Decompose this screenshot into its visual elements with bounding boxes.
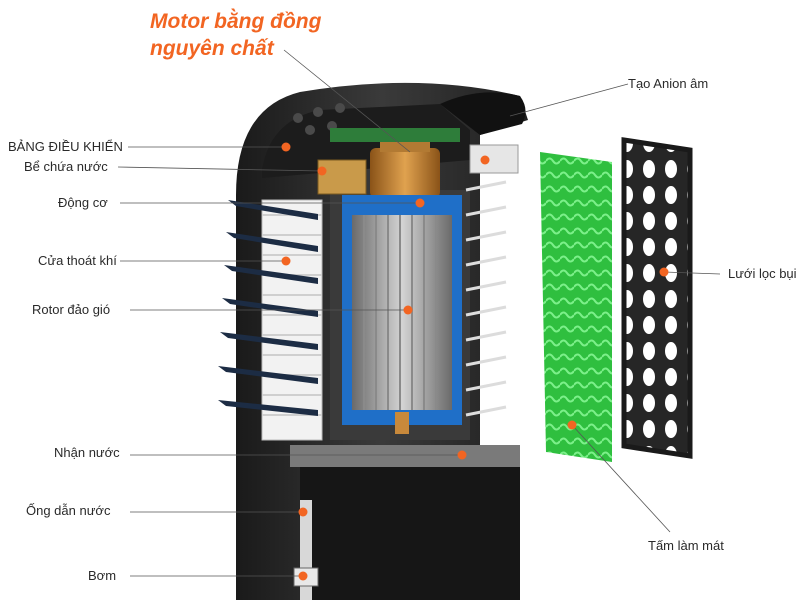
marker-control-panel bbox=[281, 142, 291, 152]
headline-line-1: Motor bằng đồng bbox=[150, 10, 322, 33]
water-tank bbox=[317, 159, 367, 195]
base-tray bbox=[290, 445, 520, 600]
label-dust-filter: Lưới lọc bụi bbox=[728, 266, 797, 281]
marker-engine bbox=[415, 198, 425, 208]
label-control-panel: BẢNG ĐIỀU KHIỂN bbox=[8, 139, 123, 154]
label-pump: Bơm bbox=[88, 568, 117, 583]
marker-water-receiver bbox=[457, 450, 467, 460]
marker-water-tank bbox=[317, 166, 327, 176]
label-water-receiver: Nhận nước bbox=[54, 445, 120, 460]
label-air-outlet: Cửa thoát khí bbox=[38, 253, 117, 268]
label-water-tank: Bể chứa nước bbox=[24, 159, 108, 174]
marker-cooling-pad bbox=[567, 420, 577, 430]
headline-line-2: nguyên chất bbox=[150, 37, 274, 60]
marker-rotor bbox=[403, 305, 413, 315]
copper-motor bbox=[370, 142, 440, 198]
label-engine: Động cơ bbox=[58, 195, 108, 210]
label-cooling-pad: Tấm làm mát bbox=[648, 538, 724, 553]
marker-dots bbox=[281, 142, 669, 581]
dust-filter bbox=[621, 137, 693, 459]
cooling-pad bbox=[540, 152, 612, 462]
anion-module bbox=[469, 144, 519, 174]
label-anion: Tạo Anion âm bbox=[628, 76, 709, 91]
label-water-pipe: Ống dẫn nước bbox=[26, 503, 111, 518]
marker-anion bbox=[480, 155, 490, 165]
air-outlet-louvres bbox=[218, 199, 323, 441]
control-board bbox=[330, 128, 460, 142]
marker-air-outlet bbox=[281, 256, 291, 266]
leader-lines bbox=[117, 49, 721, 577]
rear-vents bbox=[465, 180, 507, 417]
label-rotor: Rotor đảo gió bbox=[32, 302, 111, 317]
marker-water-pipe bbox=[298, 507, 308, 517]
top-lid bbox=[440, 92, 526, 135]
rotor-assembly bbox=[342, 195, 462, 434]
marker-pump bbox=[298, 571, 308, 581]
headline: Motor bằng đồng nguyên chất bbox=[150, 8, 321, 62]
marker-dust-filter bbox=[659, 267, 669, 277]
